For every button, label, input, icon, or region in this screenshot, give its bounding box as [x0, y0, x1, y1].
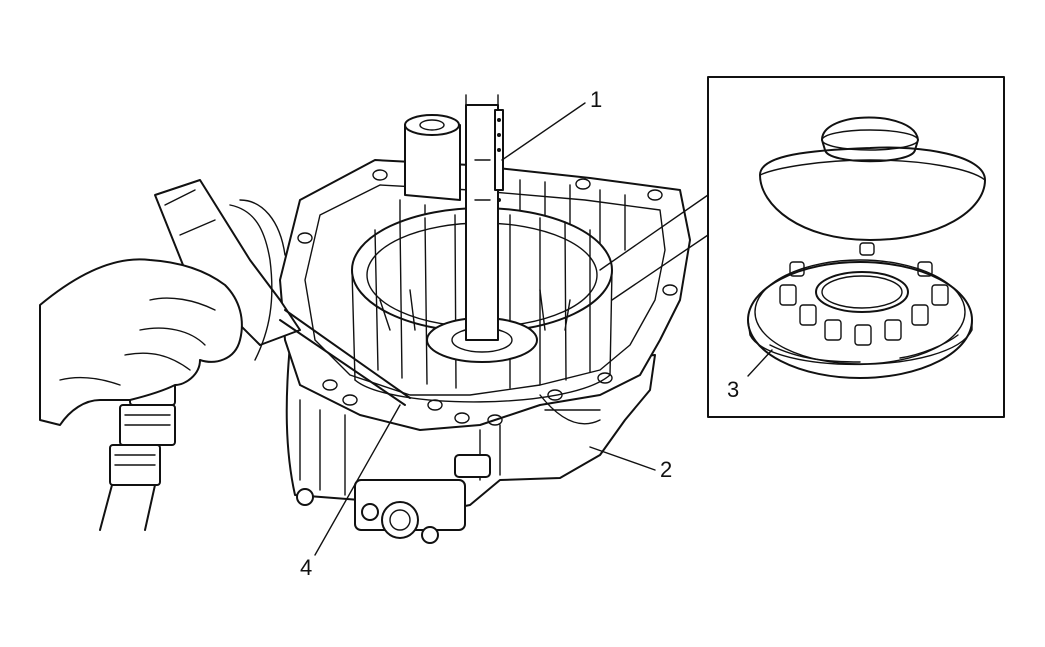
air-gun	[99, 179, 411, 531]
test-shaft	[465, 94, 504, 341]
piston	[747, 242, 973, 379]
leader-lines	[314, 102, 773, 556]
case-bottom-fittings	[296, 454, 491, 544]
outer-seal	[759, 146, 986, 241]
inset-frame	[707, 76, 1005, 418]
callout-3: 3	[727, 377, 739, 402]
callout-1: 1	[590, 87, 602, 112]
inset-detail	[599, 76, 1005, 418]
leader-1	[501, 102, 586, 161]
flange-bolt-holes	[297, 169, 678, 426]
leader-3	[747, 349, 773, 377]
callout-labels: 1 2 3 4	[300, 87, 739, 580]
case-inner-wall	[304, 184, 666, 396]
hand	[39, 258, 243, 426]
callout-2: 2	[660, 457, 672, 482]
transmission-case	[279, 114, 691, 544]
case-tower	[404, 124, 461, 201]
leader-2	[589, 446, 656, 471]
leader-4	[314, 404, 401, 556]
inner-seal	[821, 116, 919, 163]
piston-pockets	[779, 242, 949, 346]
callout-4: 4	[300, 555, 312, 580]
